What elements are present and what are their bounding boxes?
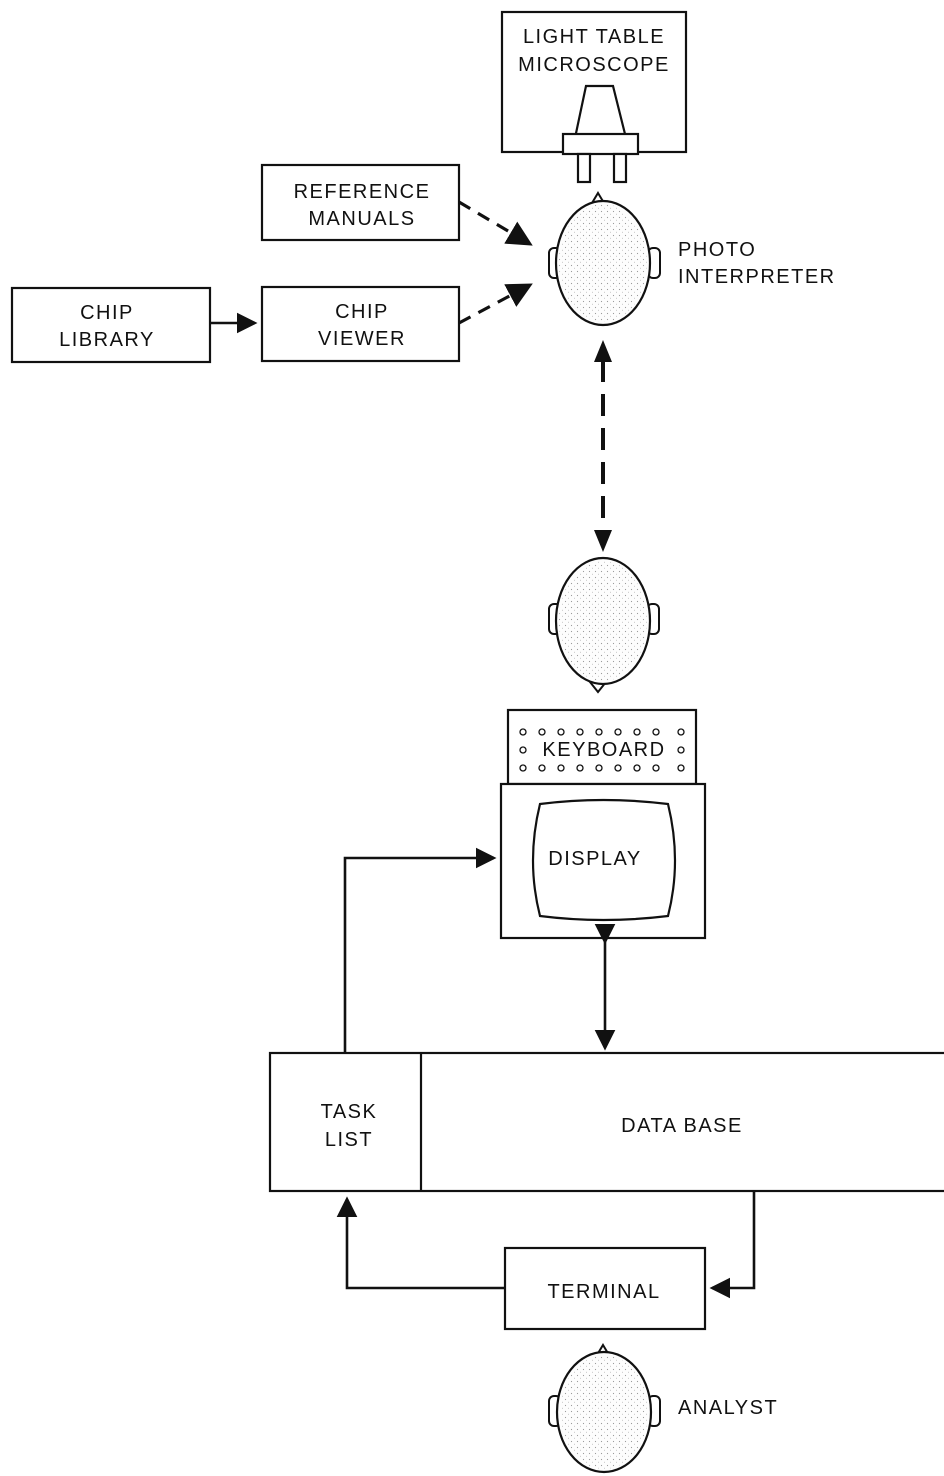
display-label: DISPLAY [548, 848, 642, 870]
terminal-box: TERMINAL [503, 1246, 707, 1331]
keyboard-key-icon [538, 764, 546, 772]
database-block: TASK LIST DATA BASE [268, 1051, 944, 1193]
keyboard-key-icon [576, 728, 584, 736]
keyboard-key-icon [633, 728, 641, 736]
reference-to-interpreter-arrow-icon [458, 200, 533, 246]
keyboard-key-icon [557, 728, 565, 736]
terminal-to-tasklist-arrow-icon [336, 1196, 505, 1290]
tasklist-to-display-arrow-icon [343, 847, 497, 1052]
keyboard-key-icon [595, 764, 603, 772]
chip-library-box: CHIP LIBRARY [10, 286, 212, 364]
monitor-icon: DISPLAY [499, 782, 707, 940]
microscope-icon [561, 84, 640, 184]
keyboard-key-icon [576, 764, 584, 772]
keyboard-key-icon [677, 728, 685, 736]
task-list-label-line2: LIST [325, 1129, 373, 1151]
keyboard-key-icon [519, 728, 527, 736]
chip-viewer-label-line2: VIEWER [318, 328, 406, 350]
keyboard-key-icon [519, 746, 527, 754]
keyboard-key-icon [557, 764, 565, 772]
keyboard-key-icon [595, 728, 603, 736]
arrow-down-icon [594, 530, 612, 552]
viewer-to-interpreter-arrow-icon [458, 283, 533, 325]
arrow-up-icon [594, 340, 612, 362]
data-base-label: DATA BASE [621, 1115, 743, 1137]
reference-manuals-label-line1: REFERENCE [294, 181, 431, 203]
keyboard-key-icon [677, 746, 685, 754]
photo-interpreter-head-icon [548, 191, 661, 327]
operator-head-icon [548, 556, 660, 694]
light-table-label-line2: MICROSCOPE [518, 54, 670, 76]
chip-library-label-line1: CHIP [80, 302, 134, 324]
light-table-label-line1: LIGHT TABLE [523, 26, 665, 48]
light-table-microscope: LIGHT TABLE MICROSCOPE [500, 10, 688, 184]
chip-library-label-line2: LIBRARY [59, 329, 155, 351]
keyboard-key-icon [652, 728, 660, 736]
keyboard-key-icon [538, 728, 546, 736]
database-to-terminal-arrow-icon [709, 1191, 756, 1299]
photo-interpreter-label-line1: PHOTO [678, 239, 756, 261]
task-list-label-line1: TASK [321, 1101, 378, 1123]
reference-manuals-box: REFERENCE MANUALS [260, 163, 461, 242]
chip-viewer-box: CHIP VIEWER [260, 285, 461, 363]
analyst-label: ANALYST [678, 1397, 778, 1419]
keyboard-icon: KEYBOARD [506, 708, 698, 786]
keyboard-key-icon [677, 764, 685, 772]
keyboard-key-icon [614, 728, 622, 736]
chip-viewer-label-line1: CHIP [335, 301, 389, 323]
keyboard-label: KEYBOARD [542, 739, 665, 761]
keyboard-key-icon [614, 764, 622, 772]
keyboard-key-icon [652, 764, 660, 772]
photo-interpreter-label-line2: INTERPRETER [678, 266, 836, 288]
analyst-head-icon [548, 1343, 661, 1474]
terminal-label: TERMINAL [547, 1281, 660, 1303]
keyboard-key-icon [519, 764, 527, 772]
keyboard-key-icon [633, 764, 641, 772]
reference-manuals-label-line2: MANUALS [308, 208, 415, 230]
